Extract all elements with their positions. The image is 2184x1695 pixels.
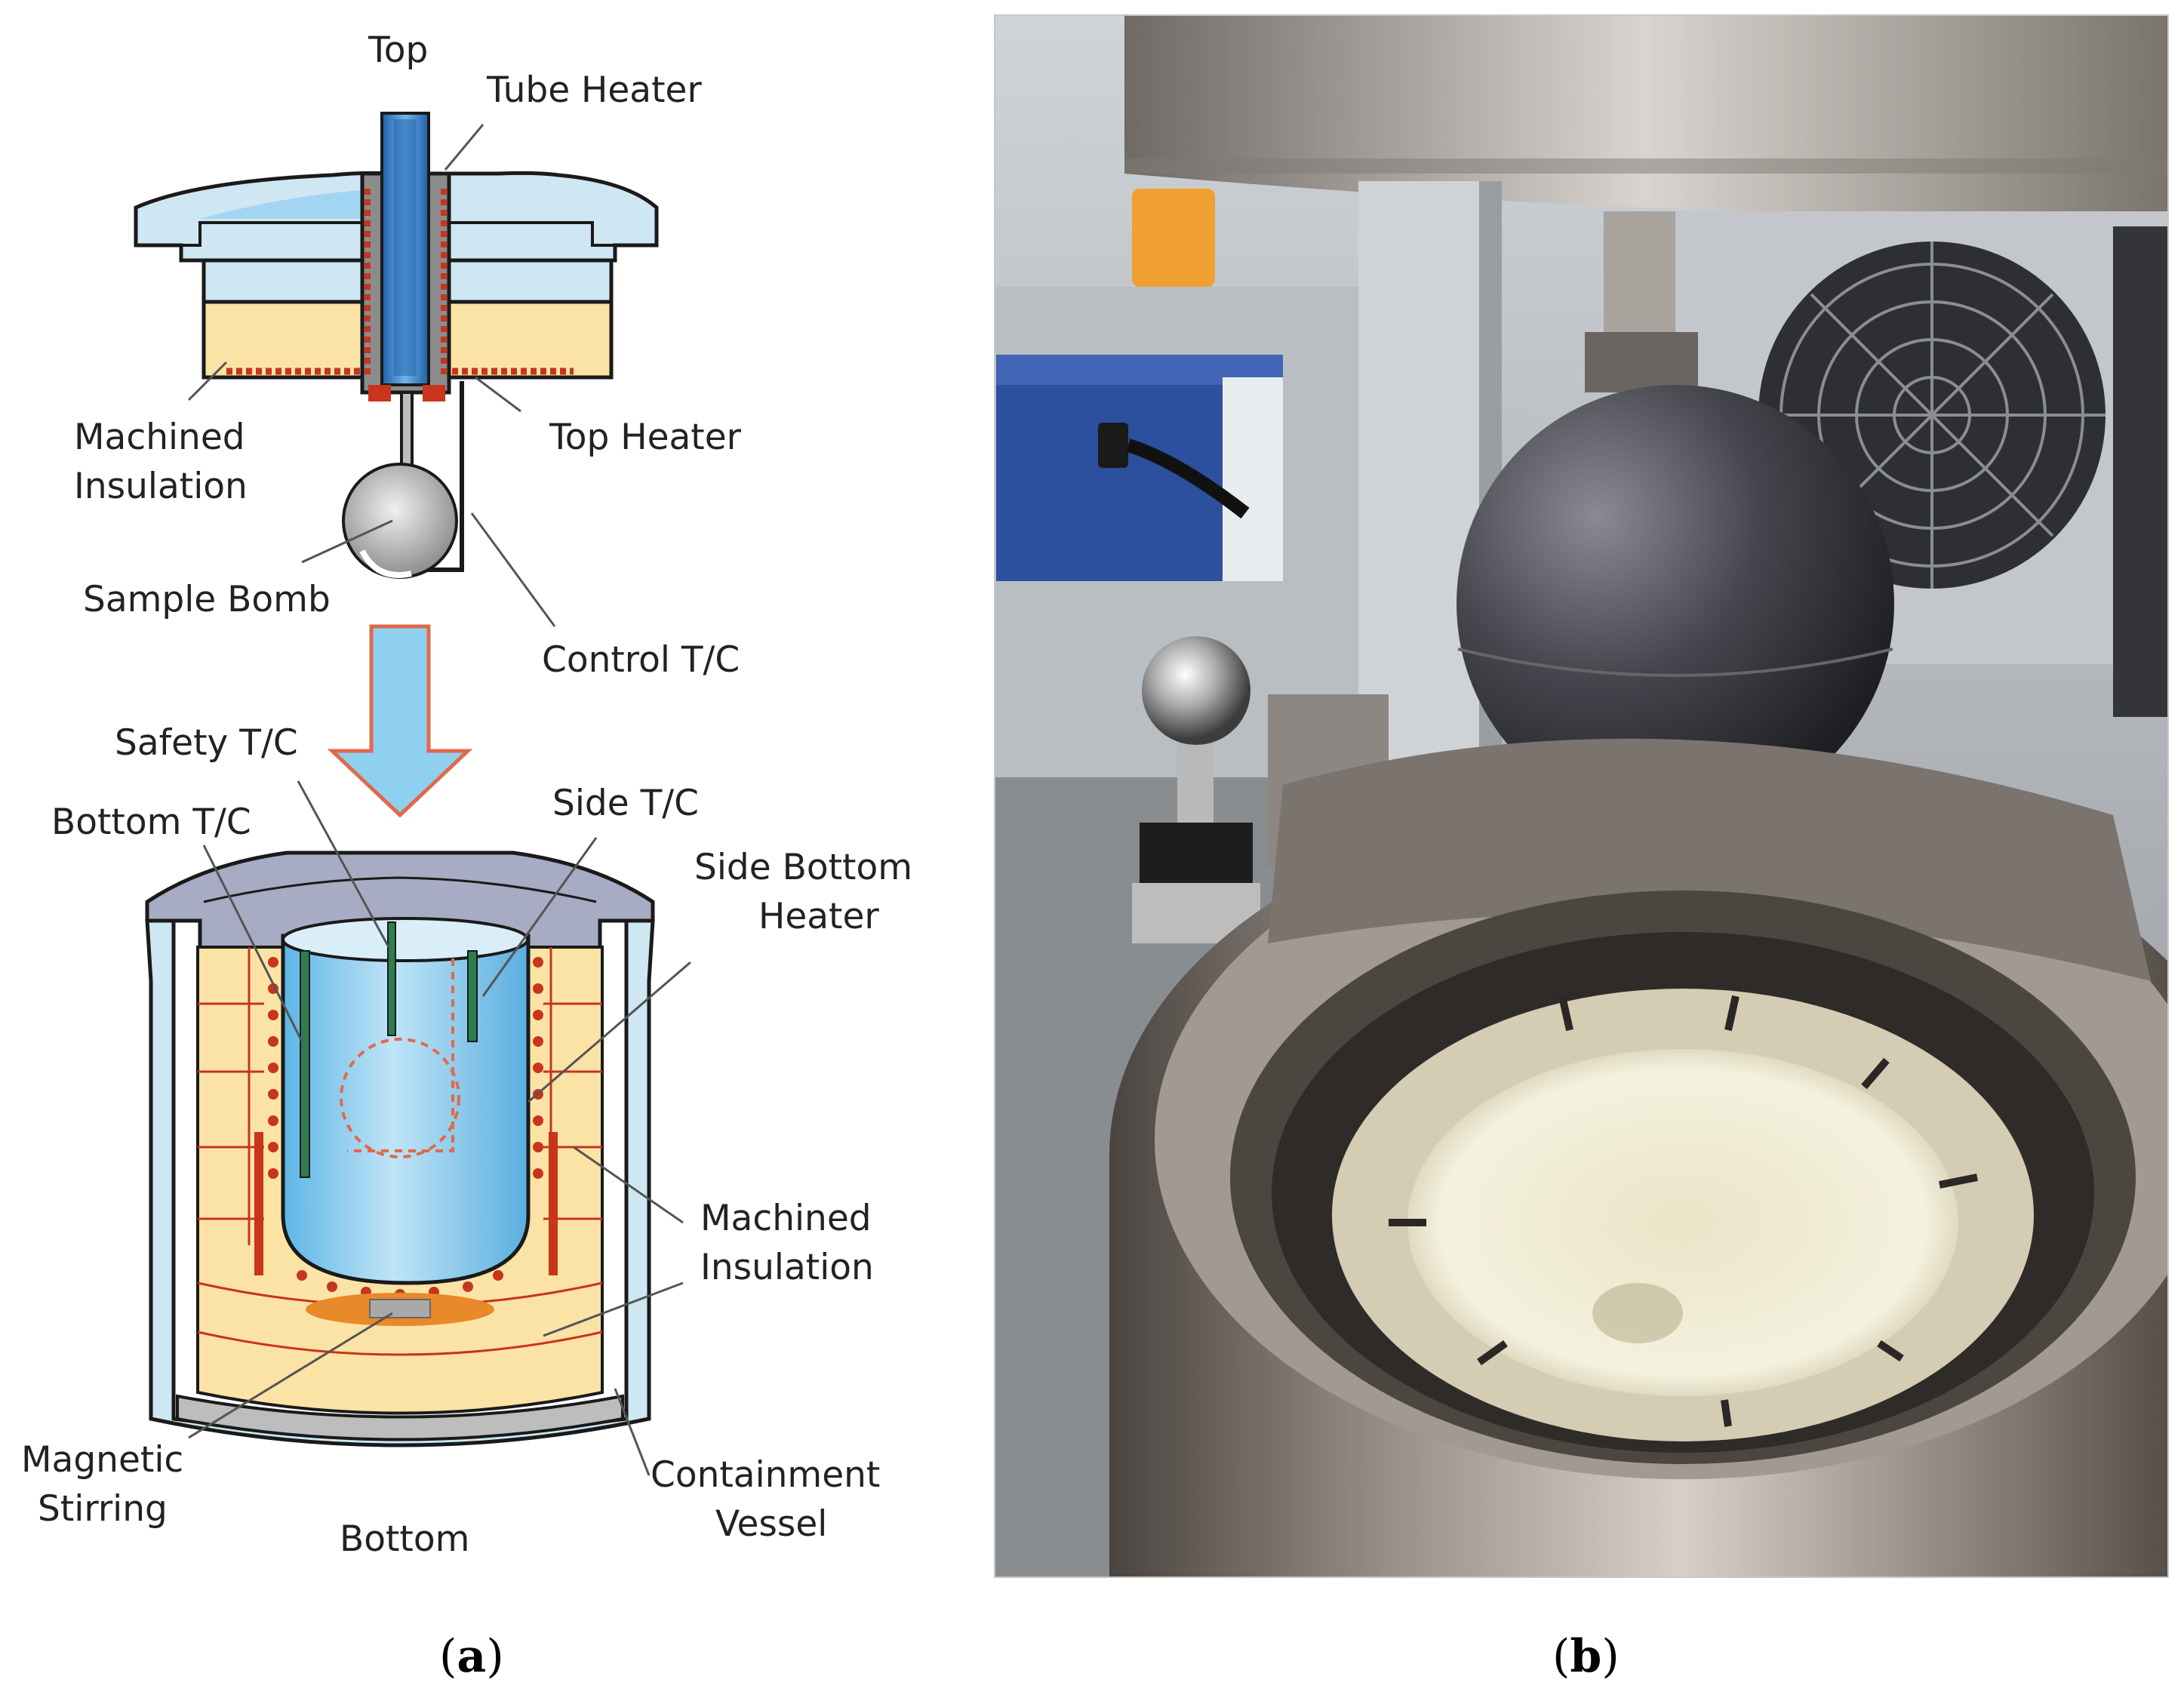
caption-a: (a) <box>439 1630 504 1683</box>
label-side-tc: Side T/C <box>552 783 699 824</box>
crucible-bowl <box>1407 1049 1958 1396</box>
sample-sphere <box>1457 385 1894 823</box>
crucible-slots <box>1389 995 1978 1427</box>
chrome-ball-post <box>1132 636 1260 943</box>
label-containment-vessel-2: Vessel <box>715 1503 827 1545</box>
sample-bomb <box>342 463 458 579</box>
label-side-bottom-heater-2: Heater <box>758 896 879 937</box>
liquid-chamber <box>281 934 531 1285</box>
vessel-lid <box>145 851 655 953</box>
bottom-tc-probe <box>300 950 310 1178</box>
sample-in-chamber <box>340 1038 460 1158</box>
leader-lines <box>187 124 691 1476</box>
stir-bar <box>369 1299 431 1318</box>
label-top-heater: Top Heater <box>549 417 742 458</box>
labels: Top Tube Heater Machined Insulation Top … <box>21 29 912 1560</box>
label-machined-insulation-bottom-1: Machined <box>700 1198 872 1239</box>
label-bottom: Bottom <box>340 1518 469 1560</box>
label-sample-bomb: Sample Bomb <box>83 579 331 620</box>
caption-b: (b) <box>1552 1630 1620 1683</box>
label-top: Top <box>368 29 428 71</box>
label-machined-insulation-top-2: Insulation <box>74 466 248 507</box>
label-control-tc: Control T/C <box>542 639 740 681</box>
safety-tc-probe <box>387 921 396 1036</box>
label-bottom-tc: Bottom T/C <box>51 801 251 843</box>
panel-b-photo <box>995 15 2168 1577</box>
bottom-vessel <box>145 851 655 1447</box>
label-machined-insulation-bottom-2: Insulation <box>700 1247 874 1288</box>
side-tc-probe <box>467 950 478 1042</box>
panel-a-diagram: Top Tube Heater Machined Insulation Top … <box>21 29 912 1683</box>
controller-box <box>996 355 1283 581</box>
label-magnetic-stirring-2: Stirring <box>38 1488 168 1530</box>
label-containment-vessel-1: Containment <box>651 1454 880 1496</box>
down-arrow <box>327 624 473 818</box>
label-machined-insulation-top-1: Machined <box>74 417 245 458</box>
top-steel-housing <box>1124 15 2168 215</box>
label-safety-tc: Safety T/C <box>115 722 298 764</box>
label-side-bottom-heater-1: Side Bottom <box>694 847 912 888</box>
label-tube-heater: Tube Heater <box>486 69 702 111</box>
label-magnetic-stirring-1: Magnetic <box>21 1439 183 1481</box>
top-assembly <box>134 112 659 579</box>
